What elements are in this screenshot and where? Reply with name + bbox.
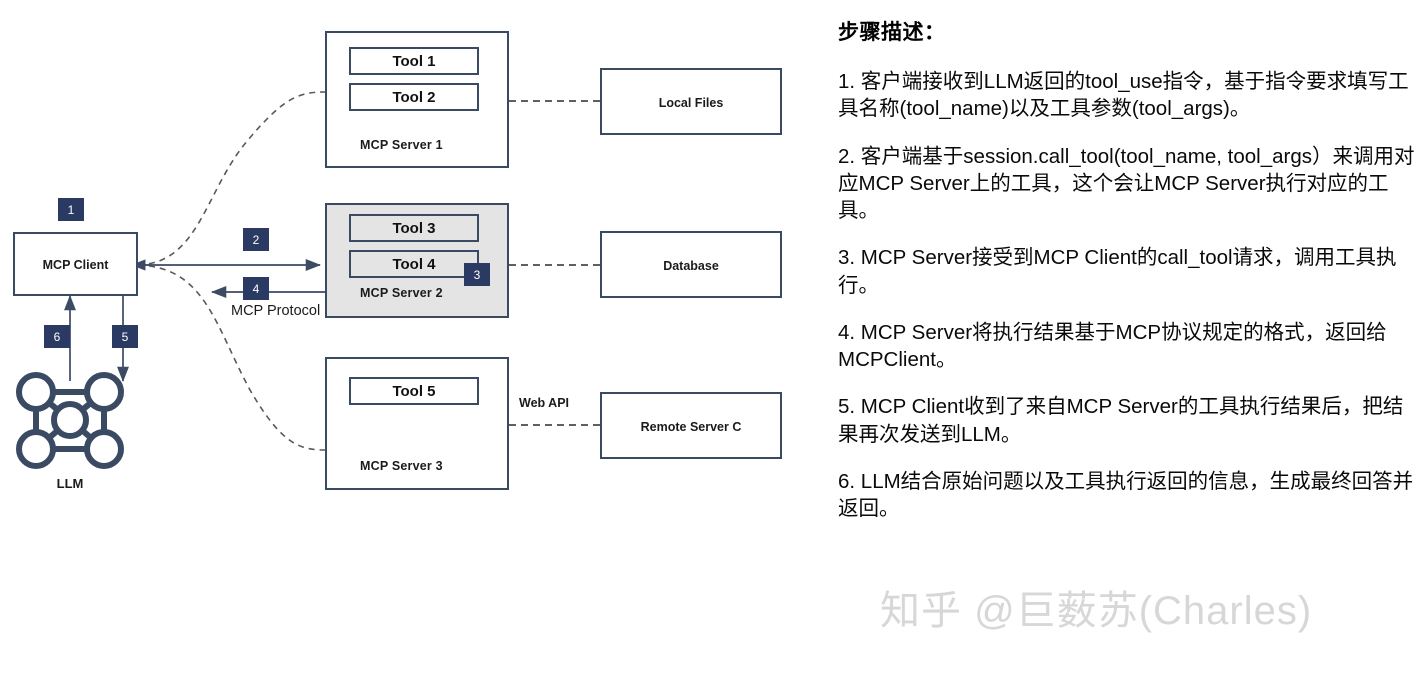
resource-box-database[interactable]: Database xyxy=(600,231,782,298)
resource-box-local-files[interactable]: Local Files xyxy=(600,68,782,135)
step-paragraph-3: 3. MCP Server接受到MCP Client的call_tool请求，调… xyxy=(838,246,1397,297)
step-badge-2: 2 xyxy=(243,228,269,251)
step-paragraph-6: 6. LLM结合原始问题以及工具执行返回的信息，生成最终回答并返回。 xyxy=(838,469,1414,520)
step-paragraph-1: 1. 客户端接收到LLM返回的tool_use指令，基于指令要求填写工具名称(t… xyxy=(838,70,1409,121)
llm-label: LLM xyxy=(56,476,84,491)
step-paragraph-2: 2. 客户端基于session.call_tool(tool_name, too… xyxy=(838,144,1415,223)
mcp-server-2-caption: MCP Server 2 xyxy=(360,286,443,300)
tool-chip-tool-3[interactable]: Tool 3 xyxy=(349,214,479,242)
mcp-client-label: MCP Client xyxy=(42,258,109,272)
mcp-architecture-diagram: MCP Client 1 LLM 6 xyxy=(13,31,782,491)
resource-label-local-files: Local Files xyxy=(658,96,724,110)
tool-chip-tool-2[interactable]: Tool 2 xyxy=(349,83,479,111)
step-badge-6: 6 xyxy=(44,325,70,348)
step-badge-5: 5 xyxy=(112,325,138,348)
tool-chip-tool-5[interactable]: Tool 5 xyxy=(349,377,479,405)
step-badge-1: 1 xyxy=(58,198,84,221)
network-graph-icon xyxy=(16,372,124,469)
web-api-label: Web API xyxy=(519,396,570,410)
mcp-protocol-label: MCP Protocol xyxy=(231,303,321,319)
mcp-server-3-box[interactable]: Tool 5 MCP Server 3 xyxy=(325,357,509,490)
steps-title: 步骤描述： xyxy=(838,21,946,44)
resource-label-database: Database xyxy=(663,259,719,273)
mcp-server-2-box[interactable]: Tool 3 Tool 4 MCP Server 2 xyxy=(325,203,509,318)
mcp-client-box[interactable]: MCP Client xyxy=(13,232,138,296)
mcp-server-1-caption: MCP Server 1 xyxy=(360,138,443,152)
mcp-server-1-box[interactable]: Tool 1 Tool 2 MCP Server 1 xyxy=(325,31,509,168)
mcp-server-3-caption: MCP Server 3 xyxy=(360,459,443,473)
tool-chip-tool-4[interactable]: Tool 4 xyxy=(349,250,479,278)
steps-panel: 步骤描述： 1. 客户端接收到LLM返回的tool_use指令，基于指令要求填写… xyxy=(830,0,1425,682)
tool-chip-tool-1[interactable]: Tool 1 xyxy=(349,47,479,75)
step-badge-4: 4 xyxy=(243,277,269,300)
step-badge-3: 3 xyxy=(464,263,490,286)
resource-box-remote-server-c[interactable]: Remote Server C xyxy=(600,392,782,459)
resource-label-remote-server-c: Remote Server C xyxy=(640,420,742,434)
step-paragraph-5: 5. MCP Client收到了来自MCP Server的工具执行结果后，把结果… xyxy=(838,395,1404,446)
step-paragraph-4: 4. MCP Server将执行结果基于MCP协议规定的格式，返回给MCPCli… xyxy=(838,320,1387,371)
